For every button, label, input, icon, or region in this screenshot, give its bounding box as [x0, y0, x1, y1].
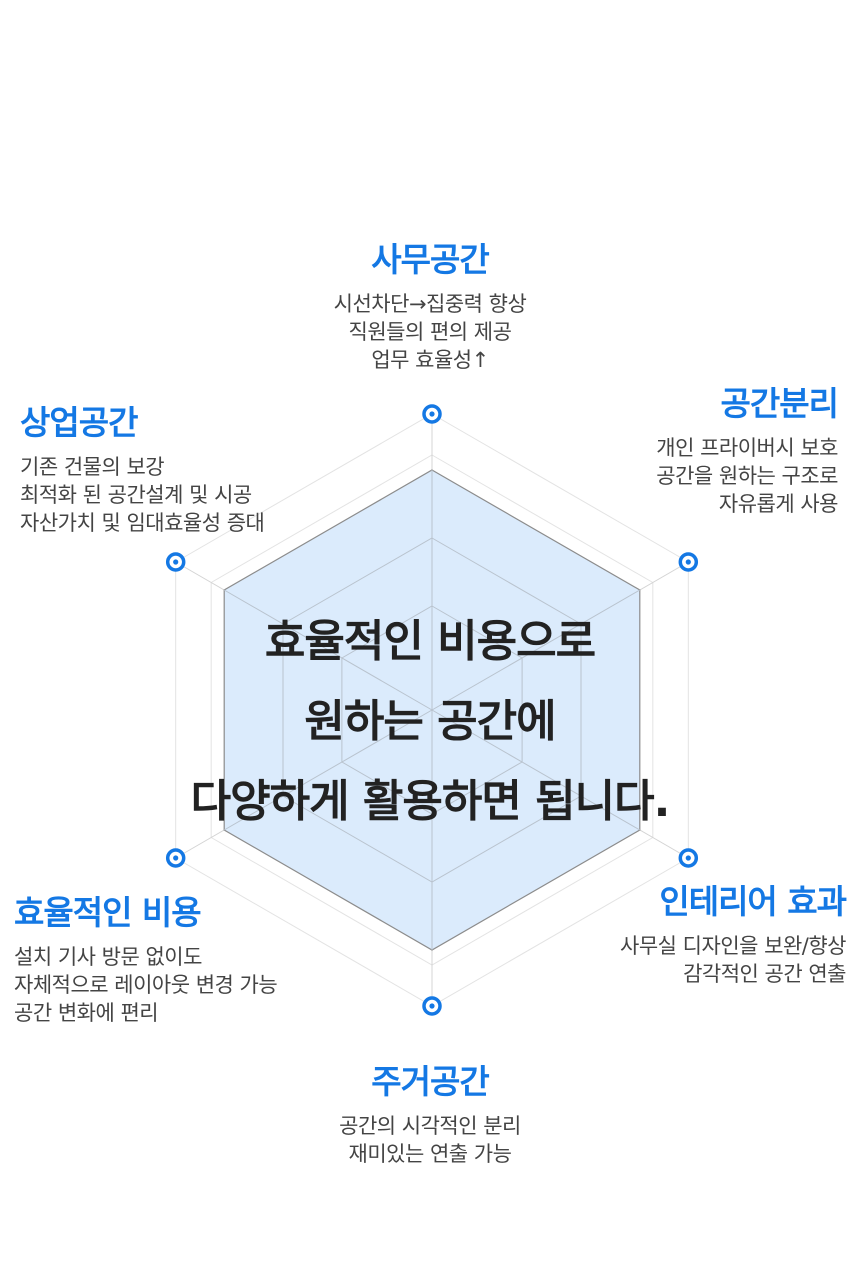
category-cost-efficiency: 효율적인 비용 설치 기사 방문 없이도 자체적으로 레이아웃 변경 가능 공간… — [14, 893, 278, 1027]
headline-line-1: 효율적인 비용으로 — [264, 616, 596, 667]
category-line: 직원들의 편의 제공 — [348, 320, 512, 344]
vertex-marker-icon — [678, 848, 699, 868]
category-line: 최적화 된 공간설계 및 시공 — [20, 483, 252, 507]
category-description: 설치 기사 방문 없이도 자체적으로 레이아웃 변경 가능 공간 변화에 편리 — [14, 943, 278, 1027]
category-line: 기존 건물의 보강 — [20, 455, 165, 479]
category-line: 재미있는 연출 가능 — [348, 1142, 512, 1166]
radar-inner-spoke — [431, 709, 641, 831]
category-commercial-space: 상업공간 기존 건물의 보강 최적화 된 공간설계 및 시공 자산가치 및 임대… — [20, 403, 265, 537]
category-line: 공간을 원하는 구조로 — [656, 464, 838, 488]
category-space-separation: 공간분리 개인 프라이버시 보호 공간을 원하는 구조로 자유롭게 사용 — [656, 384, 839, 518]
radar-inner-spoke — [431, 589, 641, 711]
category-title: 주거공간 — [371, 1062, 489, 1101]
headline-line-3: 다양하게 활용하면 됩니다. — [190, 776, 671, 827]
category-line: 자유롭게 사용 — [718, 492, 839, 516]
vertex-marker-icon — [422, 404, 442, 424]
radar-inner-grid — [223, 470, 641, 950]
category-line: 사무실 디자인을 보완/향상 — [620, 934, 846, 958]
category-description: 사무실 디자인을 보완/향상 감각적인 공간 연출 — [620, 932, 846, 988]
category-line: 자체적으로 레이아웃 변경 가능 — [14, 973, 278, 997]
vertex-marker-icon — [165, 848, 186, 868]
headline: 효율적인 비용으로 원하는 공간에 다양하게 활용하면 됩니다. — [80, 602, 780, 842]
radar-vertex-markers — [165, 404, 699, 1016]
vertex-marker-icon — [678, 552, 699, 572]
category-line: 설치 기사 방문 없이도 — [14, 945, 202, 969]
category-title: 사무공간 — [371, 240, 489, 279]
category-residential-space: 주거공간 공간의 시각적인 분리 재미있는 연출 가능 — [230, 1062, 630, 1168]
category-title: 인테리어 효과 — [659, 882, 847, 921]
radar-inner-spoke — [223, 709, 433, 831]
category-line: 업무 효율성↑ — [371, 348, 489, 372]
headline-line-2: 원하는 공간에 — [304, 696, 556, 747]
category-line: 감각적인 공간 연출 — [683, 962, 846, 986]
category-title: 공간분리 — [720, 384, 839, 423]
category-description: 기존 건물의 보강 최적화 된 공간설계 및 시공 자산가치 및 임대효율성 증… — [20, 453, 265, 537]
category-line: 자산가치 및 임대효율성 증대 — [20, 511, 265, 535]
category-title: 상업공간 — [20, 403, 138, 442]
category-office-space: 사무공간 시선차단→집중력 향상 직원들의 편의 제공 업무 효율성↑ — [230, 240, 630, 374]
category-line: 개인 프라이버시 보호 — [656, 436, 838, 460]
category-line: 공간 변화에 편리 — [14, 1001, 159, 1025]
category-description: 개인 프라이버시 보호 공간을 원하는 구조로 자유롭게 사용 — [656, 434, 838, 518]
category-interior-effect: 인테리어 효과 사무실 디자인을 보완/향상 감각적인 공간 연출 — [620, 882, 847, 988]
category-title: 효율적인 비용 — [14, 893, 202, 932]
category-line: 시선차단→집중력 향상 — [333, 292, 527, 316]
category-description: 공간의 시각적인 분리 재미있는 연출 가능 — [230, 1112, 630, 1168]
category-description: 시선차단→집중력 향상 직원들의 편의 제공 업무 효율성↑ — [230, 290, 630, 374]
radar-inner-spoke — [223, 589, 433, 711]
vertex-marker-icon — [165, 552, 186, 572]
category-line: 공간의 시각적인 분리 — [339, 1114, 521, 1138]
vertex-marker-icon — [422, 996, 442, 1016]
